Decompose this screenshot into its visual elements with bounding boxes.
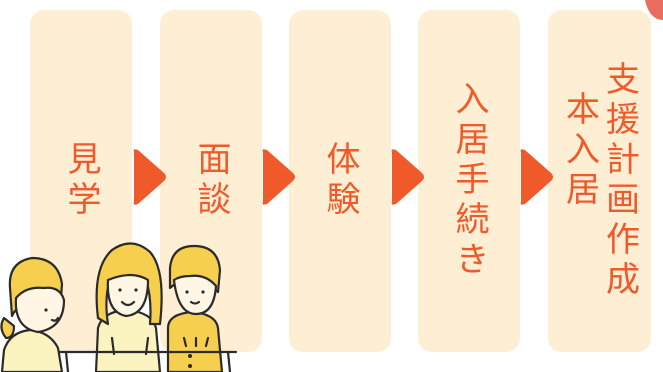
step-label-2: 面談: [191, 141, 231, 221]
step-label-4: 入居手続き: [449, 81, 489, 281]
step-label-5a: 支援計画作成: [599, 61, 640, 301]
people-illustration: [0, 242, 238, 372]
step-label-1: 見学: [61, 141, 101, 221]
arrow-right-icon: [520, 149, 553, 205]
arrow-right-icon: [391, 149, 424, 205]
step-label-3: 体験: [320, 141, 360, 221]
arrow-right-icon: [262, 149, 295, 205]
decorative-corner-shape: [645, 0, 663, 20]
step-card-3: 体験: [289, 10, 391, 352]
step-label-5b: 本入居: [559, 91, 600, 211]
arrow-right-icon: [133, 149, 166, 205]
step-card-4: 入居手続き: [418, 10, 520, 352]
step-card-5: 支援計画作成 本入居: [548, 10, 651, 352]
